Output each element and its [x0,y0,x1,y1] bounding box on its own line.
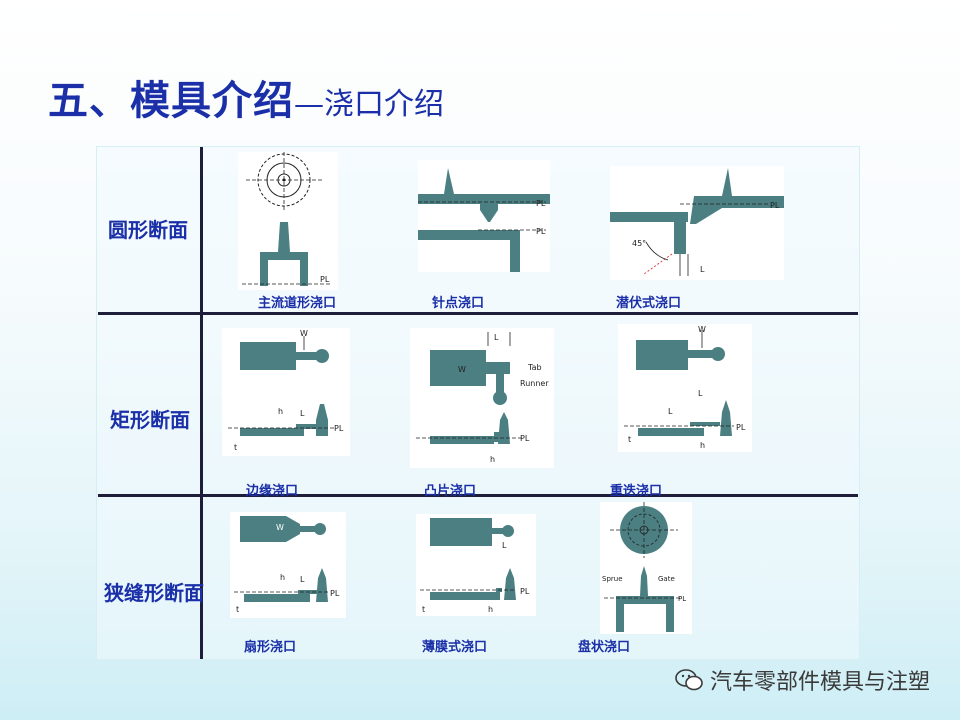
watermark-text: 汽车零部件模具与注塑 [709,670,930,695]
title-main: 五、模具介绍 [48,78,294,124]
fig-tab-tab: Tab [527,363,542,372]
fig-disk-pl: PL [678,595,686,603]
fig-sprue-pl: PL [320,275,330,284]
fig-sub-pl: PL [770,201,780,210]
figure-submarine-gate: PL 45° L [610,166,784,280]
wechat-icon [674,668,704,698]
caption-pin-point-gate: 针点浇口 [432,296,485,311]
fig-fan-h: h [280,573,285,582]
fig-fan-t: t [236,605,239,614]
caption-fan-gate: 扇形浇口 [244,640,297,655]
fig-edge-l: L [300,409,305,418]
fig-overlap-l2: L [668,407,673,416]
fig-fan-pl: PL [330,589,340,598]
watermark: 汽车零部件模具与注塑 [674,664,930,698]
table-vertical-divider [200,147,203,659]
figure-edge-gate: W PL h L t [222,328,350,456]
fig-overlap-w: W [698,325,706,334]
fig-tab-h: h [490,455,495,464]
figure-overlap-gate: W PL L L t h [618,324,752,452]
fig-sub-angle: 45° [632,239,646,248]
figure-fan-gate: W PL h L t [230,512,346,618]
fig-overlap-t: t [628,435,631,444]
fig-film-h: h [488,605,493,614]
fig-edge-h: h [278,407,283,416]
figure-disk-gate: Sprue Gate PL [600,502,692,634]
row-label-circular: 圆形断面 [108,218,188,242]
fig-overlap-l1: L [698,389,703,398]
fig-pin-pl-2: PL [536,227,546,236]
figure-sprue-gate: PL [238,152,338,290]
caption-sprue-gate: 主流道形浇口 [258,296,337,311]
fig-tab-l: L [494,333,499,342]
figure-tab-gate: L W Tab Runner PL h [410,328,554,468]
fig-pin-pl-1: PL [536,199,546,208]
fig-film-t: t [422,605,425,614]
figure-pin-point-gate: PL PL [418,160,550,272]
fig-tab-runner: Runner [520,379,549,388]
fig-edge-w: W [300,329,308,338]
caption-film-gate: 薄膜式浇口 [422,640,488,655]
fig-film-pl: PL [520,587,530,596]
title-sub: —浇口介绍 [294,87,444,122]
fig-sub-l: L [700,265,705,274]
caption-tab-gate: 凸片浇口 [424,484,477,499]
fig-tab-pl: PL [520,434,530,443]
fig-disk-gate: Gate [658,575,675,583]
fig-tab-w: W [458,365,466,374]
fig-edge-pl: PL [334,424,344,433]
page-title: 五、模具介绍—浇口介绍 [48,68,444,124]
fig-overlap-pl: PL [736,423,746,432]
figure-film-gate: L PL t h [416,514,536,616]
fig-disk-sprue: Sprue [602,575,623,583]
fig-fan-l: L [300,575,305,584]
caption-disk-gate: 盘状浇口 [578,640,631,655]
row-label-slit: 狭缝形断面 [104,581,204,605]
caption-edge-gate: 边缘浇口 [246,484,299,499]
table-row-divider-2 [98,494,858,497]
fig-overlap-h: h [700,441,705,450]
fig-fan-w: W [276,523,284,532]
fig-edge-t: t [234,443,237,452]
table-row-divider-1 [98,312,858,315]
caption-overlap-gate: 重迭浇口 [610,484,663,499]
row-label-rectangular: 矩形断面 [110,408,190,432]
caption-submarine-gate: 潜伏式浇口 [616,296,682,311]
fig-film-l: L [502,541,507,550]
